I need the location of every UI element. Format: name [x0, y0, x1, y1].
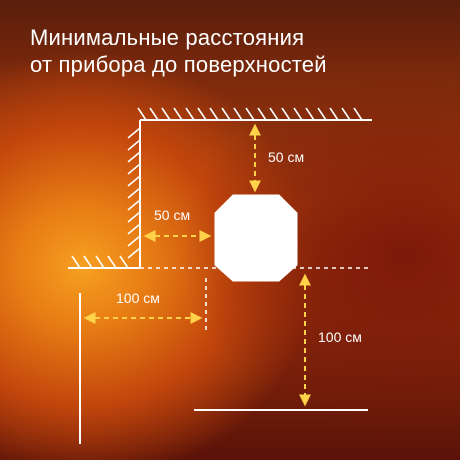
side-gap-label: 50 см	[154, 207, 190, 223]
top-gap-label: 50 см	[268, 149, 304, 165]
ceiling	[137, 107, 372, 121]
left-wall	[127, 120, 141, 268]
ceiling-hatching	[137, 107, 363, 121]
left-wall-hatching	[127, 127, 141, 259]
page-title: Минимальные расстояния от прибора до пов…	[30, 24, 440, 78]
title-line-2: от прибора до поверхностей	[30, 52, 327, 77]
ledge-hatching	[71, 255, 129, 269]
top-gap-dimension: 50 см	[249, 123, 304, 193]
floor-gap-label: 100 см	[318, 329, 362, 345]
front-gap-dimension: 100 см	[83, 290, 203, 324]
floor-gap-dimension: 100 см	[299, 273, 362, 407]
front-gap-label: 100 см	[116, 290, 160, 306]
title-line-1: Минимальные расстояния	[30, 25, 305, 50]
side-gap-dimension: 50 см	[143, 207, 212, 242]
device-shape	[214, 194, 298, 282]
